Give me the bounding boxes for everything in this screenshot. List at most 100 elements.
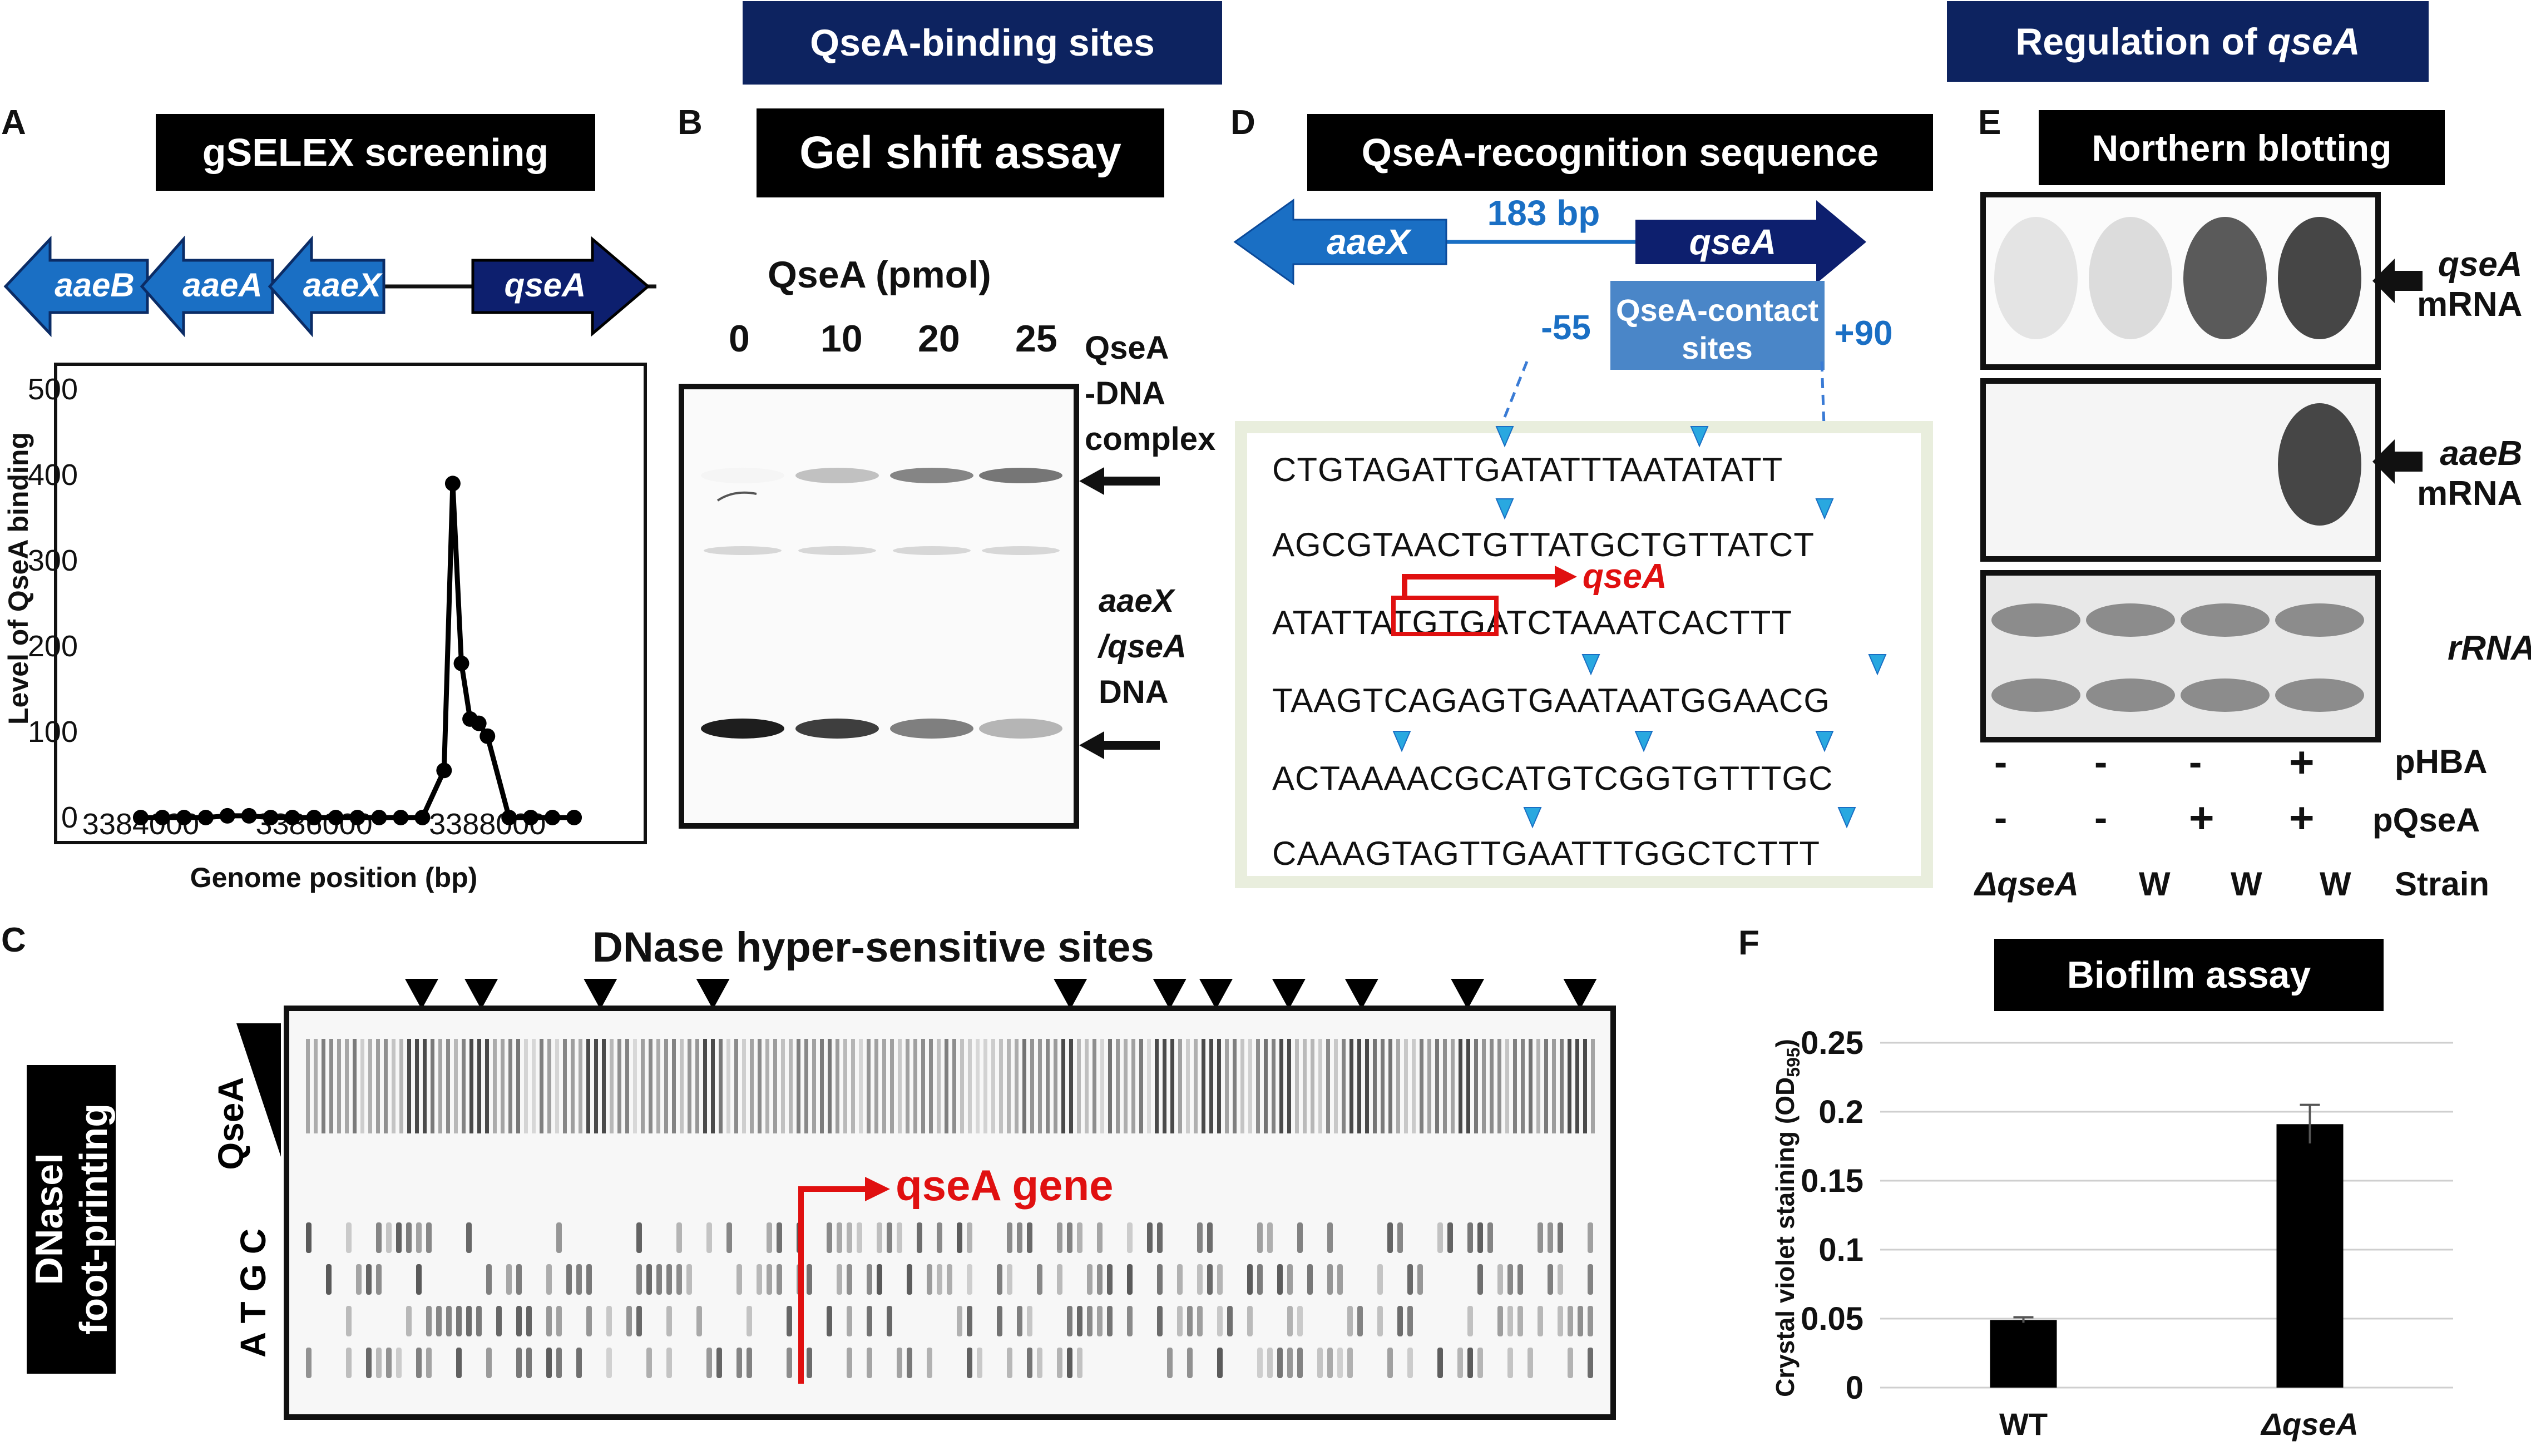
ladder-band <box>526 1306 532 1336</box>
footprint-band <box>625 1039 629 1133</box>
arrow-free-dna <box>1079 731 1160 759</box>
ladder-band <box>1027 1348 1032 1378</box>
complex-band <box>979 468 1062 483</box>
ladder-band <box>586 1264 592 1295</box>
chart-a-point <box>349 810 365 825</box>
ladder-band <box>847 1264 852 1295</box>
chart-a-point <box>414 810 431 825</box>
footprint-band <box>1575 1039 1579 1133</box>
ladder-band <box>1327 1264 1333 1295</box>
footprint-band <box>781 1039 785 1133</box>
footprint-band <box>376 1039 380 1133</box>
distance-label: 183 bp <box>1487 193 1600 233</box>
ladder-band <box>1477 1264 1483 1295</box>
rrna-band <box>2181 603 2270 637</box>
footprint-band <box>508 1039 512 1133</box>
free-dna-band <box>795 719 879 739</box>
chart-a-frame <box>54 363 647 844</box>
cond-pqsea-1: - <box>1994 796 2008 839</box>
ladder-band <box>807 1348 812 1378</box>
footprint-band <box>1490 1039 1494 1133</box>
ladder-band <box>787 1348 792 1378</box>
ladder-band <box>1027 1306 1032 1336</box>
ladder-band <box>306 1222 312 1253</box>
ladder-band <box>1187 1306 1193 1336</box>
hypersensitive-triangle <box>1563 979 1597 1009</box>
footprint-band <box>726 1039 730 1133</box>
footprint-band <box>836 1039 839 1133</box>
footprint-band <box>703 1039 707 1133</box>
blot-label-qsea: qseA mRNA <box>2417 245 2523 324</box>
chart-a-point <box>219 808 235 824</box>
footprint-band <box>1077 1039 1081 1133</box>
hypersensitive-triangle <box>1451 979 1485 1009</box>
ladder-band <box>967 1306 972 1336</box>
footprint-band <box>874 1039 878 1133</box>
ladder-band <box>1247 1264 1253 1295</box>
ladder-band <box>827 1306 832 1336</box>
footprint-band <box>594 1039 598 1133</box>
ladder-band <box>636 1306 642 1336</box>
ladder-band <box>1568 1306 1573 1336</box>
footprint-band <box>804 1039 808 1133</box>
ladder-band <box>1127 1264 1133 1295</box>
footprint-band <box>399 1039 403 1133</box>
footprint-band <box>906 1039 909 1133</box>
chart-a-ytick: 100 <box>28 715 78 749</box>
ladder-band <box>376 1222 382 1253</box>
footprint-band <box>1155 1039 1159 1133</box>
footprint-band <box>368 1039 372 1133</box>
footprint-band <box>493 1039 497 1133</box>
ladder-band <box>396 1222 402 1253</box>
footprint-band <box>1583 1039 1587 1133</box>
panel-e-title: Northern blotting <box>2039 110 2445 185</box>
ladder-band <box>1127 1222 1133 1253</box>
ladder-band <box>1037 1264 1042 1295</box>
ladder-band <box>376 1264 382 1295</box>
footprint-band <box>758 1039 762 1133</box>
chart-a-xlabel: Genome position (bp) <box>190 862 478 893</box>
chart-a-point <box>471 715 487 731</box>
ladder-band <box>1097 1306 1103 1336</box>
footprint-band <box>602 1039 606 1133</box>
footprint-band <box>1568 1039 1571 1133</box>
ladder-band <box>747 1306 752 1336</box>
ladder-band <box>636 1222 642 1253</box>
ladder-band <box>456 1348 462 1378</box>
chart-a-point <box>328 810 344 825</box>
ladder-band <box>1077 1348 1082 1378</box>
footprint-band <box>469 1039 473 1133</box>
rrna-band <box>2181 679 2270 712</box>
cond-pqsea-3: + <box>2189 793 2214 842</box>
ladder-band <box>927 1264 932 1295</box>
ladder-band <box>897 1348 902 1378</box>
footprint-band <box>828 1039 832 1133</box>
ladder-band <box>1307 1264 1313 1295</box>
footprint-band <box>983 1039 987 1133</box>
ladder-band <box>1067 1348 1072 1378</box>
footprint-band <box>773 1039 777 1133</box>
cond-phba-2: - <box>2094 740 2108 784</box>
ladder-band <box>516 1264 522 1295</box>
footprint-band <box>734 1039 738 1133</box>
ladder-band <box>736 1264 742 1295</box>
ladder-band <box>516 1306 522 1336</box>
footprint-band <box>617 1039 621 1133</box>
complex-label: QseA -DNA complex <box>1085 330 1216 457</box>
right-position: +90 <box>1834 314 1892 353</box>
footprint-band <box>431 1039 434 1133</box>
ladder-band <box>1588 1306 1593 1336</box>
ladder-band <box>496 1306 502 1336</box>
footprint-band <box>680 1039 684 1133</box>
ladder-band <box>656 1264 662 1295</box>
ladder-band <box>1507 1306 1513 1336</box>
ladder-band <box>1087 1264 1093 1295</box>
footprint-band <box>345 1039 349 1133</box>
footprint-band <box>649 1039 652 1133</box>
footprint-band <box>1318 1039 1322 1133</box>
footprint-band <box>1451 1039 1455 1133</box>
ladder-band <box>877 1264 882 1295</box>
ladder-band <box>416 1264 422 1295</box>
panel-f-title: Biofilm assay <box>1994 939 2384 1011</box>
